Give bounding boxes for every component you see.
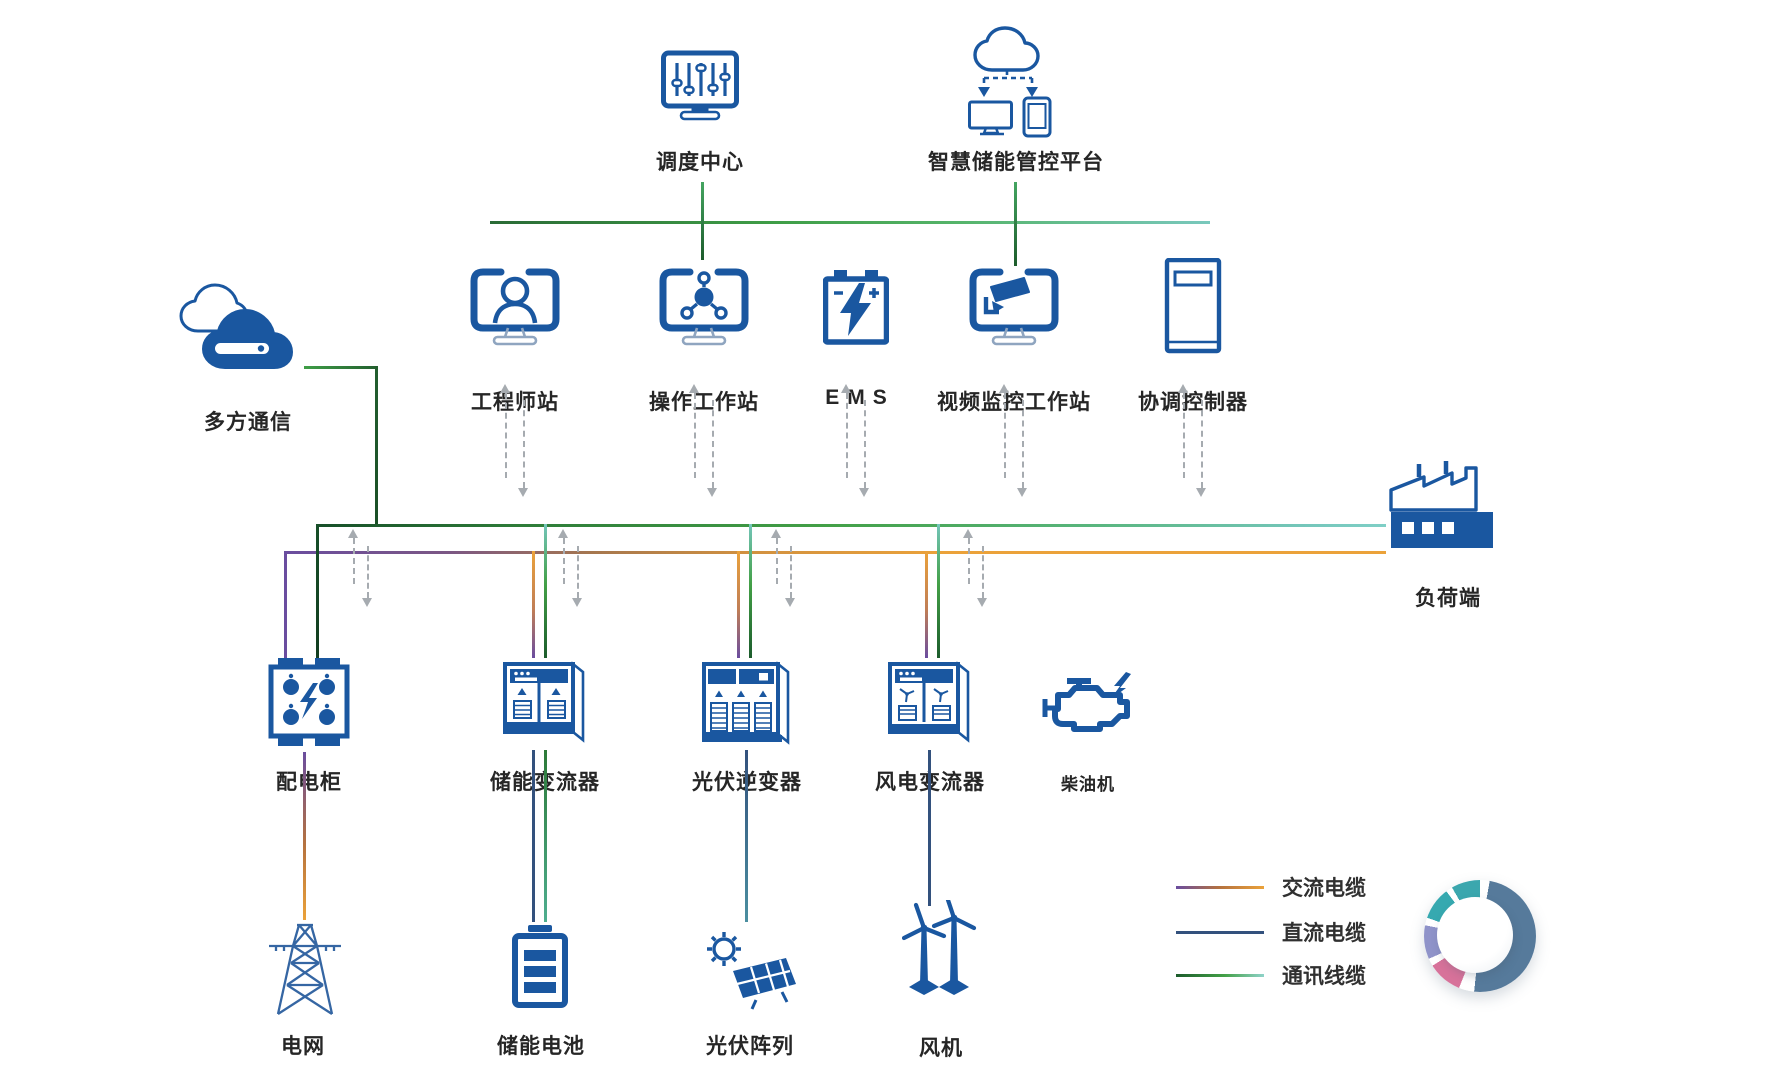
load-factory-icon (1389, 461, 1493, 548)
ems-battery-icon (823, 270, 889, 345)
storage-battery-icon (512, 925, 568, 1008)
comm-bus-left-drop (316, 524, 319, 658)
flow-arrow-down (785, 546, 795, 607)
diesel-engine-label: 柴油机 (1061, 775, 1115, 794)
flow-arrow-up (963, 529, 973, 584)
diesel-engine-icon (1042, 672, 1131, 732)
platform-drop-line (1014, 182, 1017, 266)
dispatch-drop-line (701, 182, 704, 260)
cloud-platform-icon (968, 26, 1052, 138)
pv-inverter-icon (702, 661, 790, 745)
storage-battery-label: 储能电池 (497, 1035, 585, 1058)
pv-array-label: 光伏阵列 (706, 1035, 794, 1058)
pv-comm-drop (749, 524, 752, 658)
multicomm-link-vertical (375, 366, 378, 527)
multi-comm-label: 多方通信 (204, 411, 292, 434)
flow-arrow-down (707, 400, 717, 497)
pcs-comm-drop (544, 524, 547, 658)
ems-label: EMS (825, 386, 895, 409)
flow-arrow-up (558, 529, 568, 584)
flow-arrow-up (841, 384, 851, 478)
flow-arrow-down (1017, 400, 1027, 497)
top-comm-bus (490, 221, 1210, 224)
wind-ac-drop (925, 551, 928, 658)
engineer-station-icon (470, 268, 560, 346)
grid-ac-line (303, 752, 306, 920)
legend-ac-line (1176, 886, 1264, 889)
battery-dc-line (532, 750, 535, 922)
flow-arrow-up (689, 384, 699, 478)
multiparty-comm-cloud-icon (179, 283, 294, 369)
distribution-cabinet-label: 配电柜 (276, 771, 342, 794)
flow-arrow-up (348, 529, 358, 584)
legend-comm-line (1176, 974, 1264, 977)
coordination-controller-label: 协调控制器 (1138, 391, 1248, 414)
legend-dc-label: 直流电缆 (1282, 922, 1366, 945)
pv-ac-drop (737, 551, 740, 658)
ac-bus (284, 551, 1386, 554)
flow-arrow-down (977, 546, 987, 607)
battery-comm-line (544, 750, 547, 922)
video-monitoring-label: 视频监控工作站 (937, 391, 1091, 414)
pcs-ac-drop (532, 551, 535, 658)
flow-arrow-up (1178, 384, 1188, 478)
legend-comm-label: 通讯线缆 (1282, 965, 1366, 988)
load-side-label: 负荷端 (1415, 587, 1481, 610)
power-grid-tower-icon (269, 923, 341, 1015)
wind-converter-icon (888, 661, 970, 743)
wind-turbines-icon (902, 900, 977, 995)
multicomm-link-horizontal (304, 366, 378, 369)
wind-turbine-label: 风机 (919, 1037, 963, 1060)
video-monitoring-icon (969, 268, 1059, 346)
flow-arrow-up (771, 529, 781, 584)
pv-array-icon (707, 932, 796, 1010)
company-ring-logo (1424, 880, 1536, 992)
legend-ac-label: 交流电缆 (1282, 877, 1366, 900)
smart-platform-label: 智慧储能管控平台 (928, 151, 1104, 174)
dispatch-center-label: 调度中心 (656, 151, 744, 174)
flow-arrow-down (362, 546, 372, 607)
wind-dc-line (928, 750, 931, 906)
flow-arrow-down (859, 400, 869, 497)
flow-arrow-up (500, 384, 510, 478)
flow-arrow-down (572, 546, 582, 607)
storage-converter-icon (503, 661, 585, 743)
legend-dc-line (1176, 931, 1264, 934)
operator-workstation-icon (659, 268, 749, 346)
flow-arrow-up (999, 384, 1009, 478)
dispatch-monitor-icon (661, 50, 739, 121)
coordination-controller-icon (1164, 258, 1222, 354)
operator-workstation-label: 操作工作站 (649, 391, 759, 414)
pv-dc-line (745, 750, 748, 922)
flow-arrow-down (1196, 400, 1206, 497)
distribution-cabinet-icon (268, 658, 350, 746)
power-grid-label: 电网 (281, 1035, 325, 1058)
engineer-station-label: 工程师站 (471, 391, 559, 414)
wind-comm-drop (937, 524, 940, 658)
comm-bus (316, 524, 1386, 527)
ac-bus-left-drop (284, 551, 287, 658)
flow-arrow-down (518, 400, 528, 497)
